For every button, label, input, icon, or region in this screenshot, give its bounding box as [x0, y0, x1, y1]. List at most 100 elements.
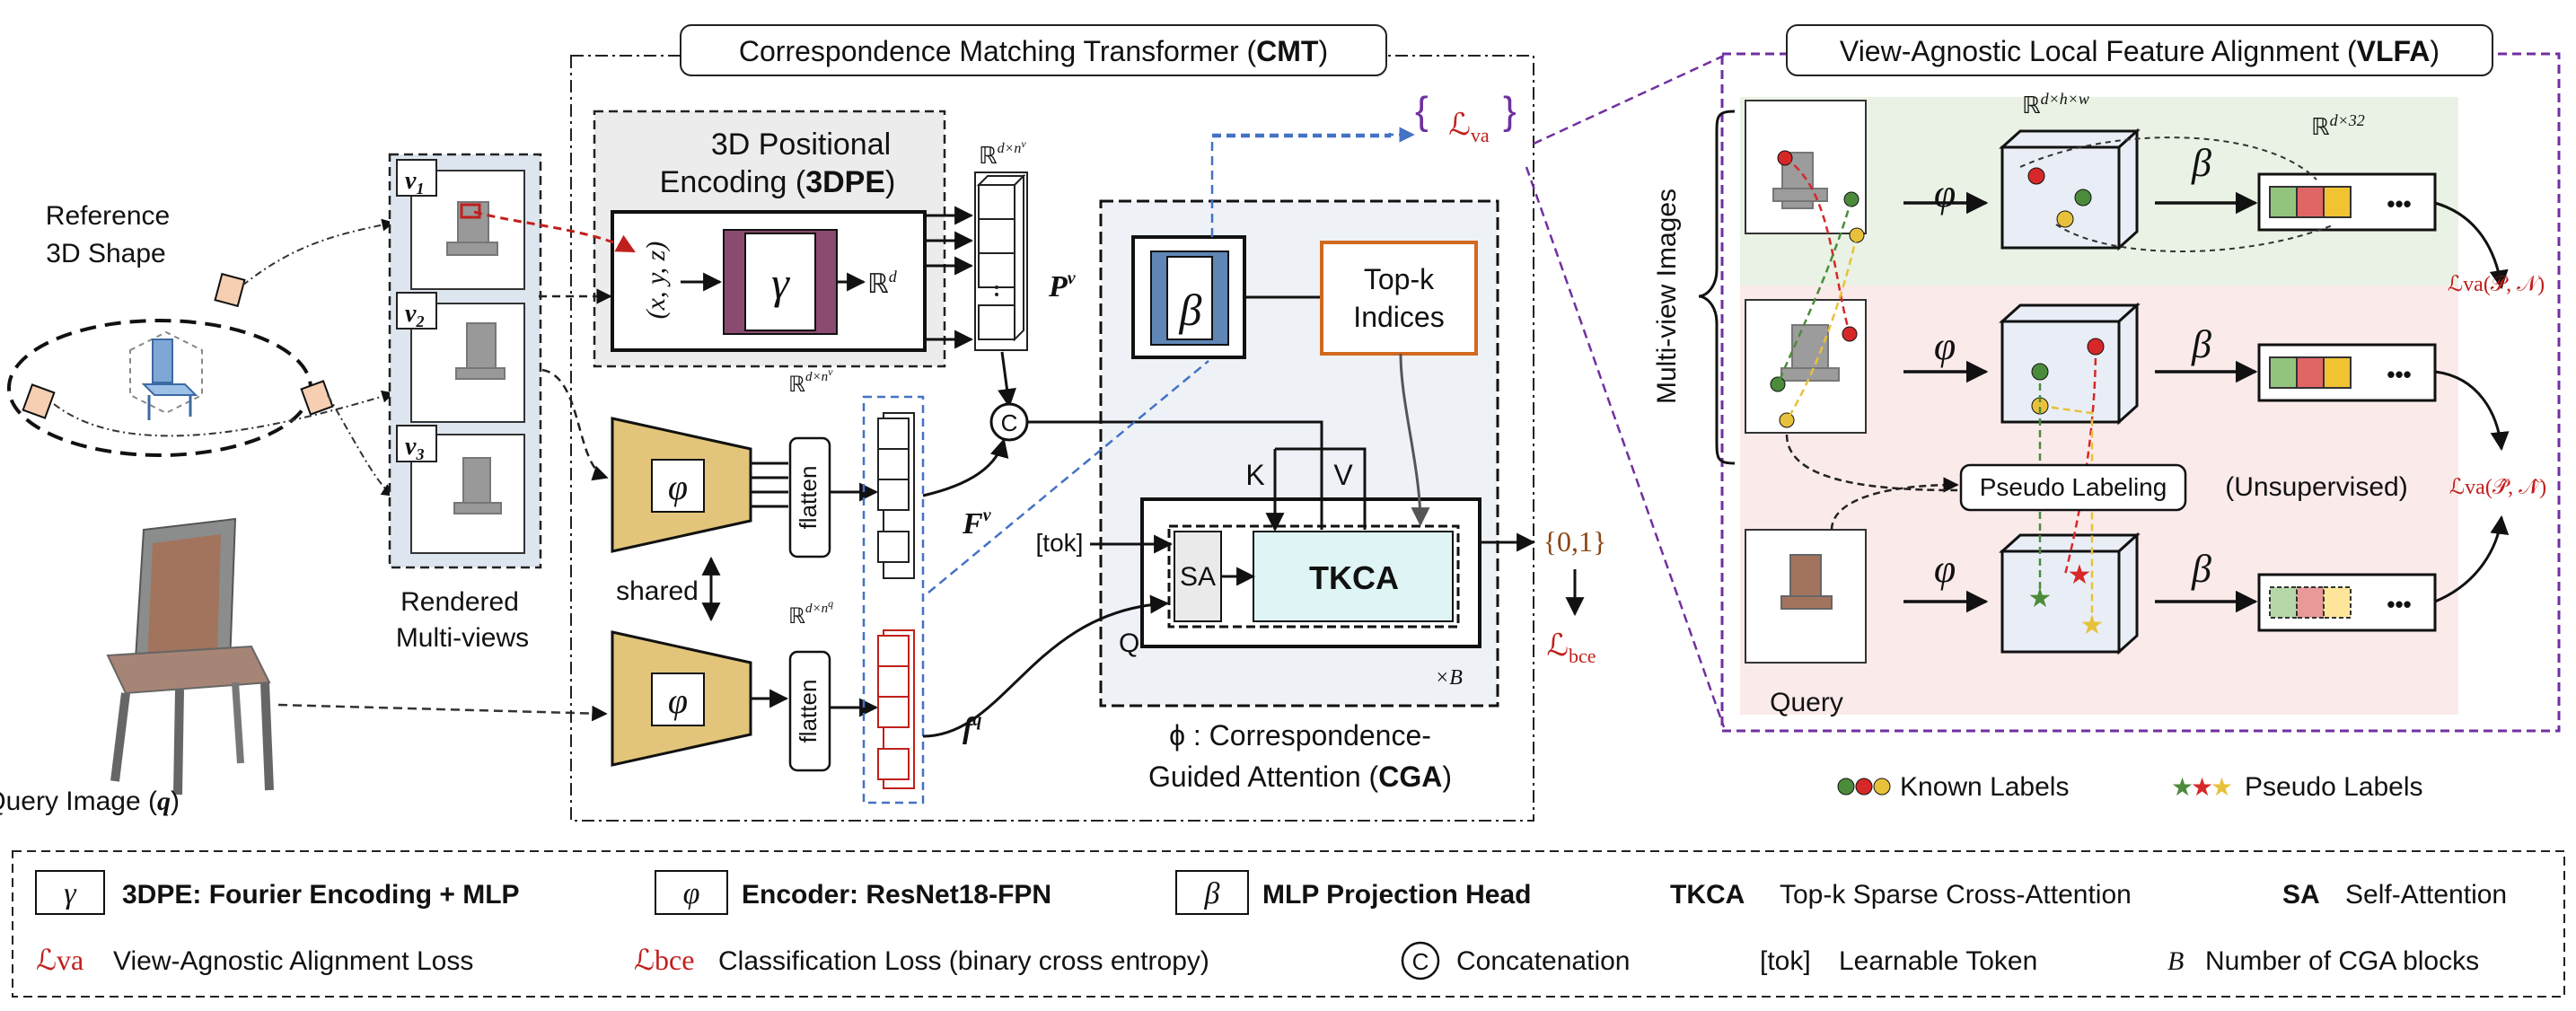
query-label: Query Image (q) [0, 787, 180, 816]
phi-symbol-view: φ [668, 467, 688, 507]
v2-label: v2 [405, 300, 424, 330]
shared-label: shared [616, 576, 699, 606]
svg-text:B: B [2167, 946, 2184, 976]
xyz-label: (x, y, z) [641, 242, 671, 320]
svg-text:3DPE: Fourier Encoding + MLP: 3DPE: Fourier Encoding + MLP [122, 880, 520, 910]
svg-text:MLP Projection Head: MLP Projection Head [1262, 880, 1532, 910]
svg-text:★: ★ [2171, 773, 2194, 801]
vlfa-link-top [1533, 54, 1725, 145]
vlfa-title-box [1786, 24, 2493, 76]
pv-label: Pv [1048, 268, 1077, 303]
flatten-box-view [788, 436, 831, 558]
svg-text:★: ★ [2191, 773, 2213, 801]
svg-text:Top-k Sparse Cross-Attention: Top-k Sparse Cross-Attention [1780, 880, 2132, 910]
lva-brace-left: { [1415, 89, 1429, 133]
sa-label: SA [1180, 562, 1216, 592]
feature-dashed-frame [862, 395, 925, 804]
camera-icon-1 [214, 272, 246, 308]
vlfa-link-bottom [1525, 166, 1726, 728]
flatten-label-view: flatten [795, 466, 822, 530]
legend-frame [12, 850, 2565, 998]
lva-loss-label: ℒva [1448, 109, 1490, 146]
camera-icon-3 [300, 380, 334, 416]
reference-label-2: 3D Shape [46, 239, 165, 268]
3dpe-block [593, 110, 946, 368]
svg-text:★: ★ [2080, 611, 2105, 640]
kv-split-line [1275, 447, 1367, 530]
bce-loss-label: ℒbce [1546, 629, 1596, 667]
vlfa-query-label: Query [1770, 688, 1843, 717]
vlfa-title: View-Agnostic Local Feature Alignment (V… [1840, 35, 2440, 67]
svg-text:φ: φ [683, 877, 700, 910]
svg-text:★: ★ [2068, 560, 2092, 590]
vlfa-dim-hw: ℝd×h×w [2022, 90, 2089, 119]
svg-text:Self-Attention: Self-Attention [2345, 880, 2507, 910]
topk-label-1: Top-k [1364, 263, 1435, 295]
fv-dim-label: ℝd×nv [788, 365, 833, 397]
point-to-3dpe-arrow [473, 210, 636, 253]
v-label: V [1333, 459, 1353, 491]
vlfa-beta-2: β [2191, 322, 2211, 366]
cmt-title-box [680, 24, 1387, 76]
pv-to-concat-arrow [998, 351, 1016, 409]
pseudo-labels-label: Pseudo Labels [2245, 772, 2423, 802]
flatten-label-query: flatten [795, 680, 822, 743]
binary-output: {0,1} [1543, 525, 1607, 558]
svg-text:Concatenation: Concatenation [1456, 946, 1630, 976]
svg-text:ℒbce: ℒbce [634, 944, 694, 976]
reference-shape-panel: Reference 3D Shape [7, 201, 395, 497]
xb-label: ×B [1435, 666, 1463, 690]
view3-arrow [327, 394, 395, 497]
svg-text:Classification Loss (binary cr: Classification Loss (binary cross entrop… [718, 946, 1209, 976]
multiview-images-label: Multi-view Images [1652, 189, 1682, 404]
lva-pn-hat-label: ℒva(𝒫̂, 𝒩̂) [2449, 476, 2546, 499]
svg-text:C: C [1412, 948, 1429, 975]
encoder-to-flatten-arrows [751, 462, 789, 708]
encoder-query[interactable] [611, 630, 752, 767]
pseudo-labeling-label: Pseudo Labeling [1980, 473, 2167, 501]
svg-text:β: β [1204, 877, 1220, 910]
svg-text:SA: SA [2282, 880, 2320, 910]
vlfa-view-images [1745, 100, 1867, 664]
vlfa-dots-3: ••• [2387, 591, 2411, 618]
svg-text:Encoder: ResNet18-FPN: Encoder: ResNet18-FPN [742, 880, 1051, 910]
rendered-label-1: Rendered [400, 587, 519, 617]
cga-caption-1: ϕ : Correspondence- [1169, 719, 1431, 752]
svg-text:★: ★ [2211, 773, 2233, 801]
cmt-title: Correspondence Matching Transformer (CMT… [739, 35, 1328, 67]
view2-arrow [53, 390, 395, 437]
svg-text:[tok]: [tok] [1760, 946, 1811, 976]
svg-text:View-Agnostic Alignment Loss: View-Agnostic Alignment Loss [113, 946, 473, 976]
fq-to-cga-arrow [922, 594, 1170, 738]
camera-icon-2 [22, 383, 56, 419]
q-label: Q [1119, 629, 1139, 658]
legend-row-1: γ 3DPE: Fourier Encoding + MLP φ Encoder… [35, 870, 2507, 915]
vlfa-phi-1: φ [1934, 171, 1956, 215]
fq-to-beta-line [928, 360, 1209, 593]
fv-feature-stack [877, 412, 915, 579]
3dpe-title-1: 3D Positional [711, 127, 891, 162]
fv-label: Fv [962, 506, 992, 541]
query-point-box [460, 203, 481, 219]
vlfa-flow: ★ ★ ★ [1785, 127, 2510, 655]
svg-text:ℒva: ℒva [36, 944, 84, 976]
multiview-brace [1698, 110, 1736, 465]
reference-chair-icon [141, 338, 198, 420]
query-image [106, 517, 274, 796]
tkca-label: TKCA [1309, 559, 1399, 596]
rendered-views-panel [388, 153, 542, 569]
svg-text:TKCA: TKCA [1670, 880, 1745, 910]
cmt-frame [570, 55, 1534, 822]
topk-label-2: Indices [1353, 301, 1444, 333]
query-to-encoder-arrow [277, 703, 608, 722]
phi-symbol-query: φ [668, 681, 688, 721]
v1-label: v1 [405, 167, 424, 198]
beta-symbol-cga: β [1179, 285, 1202, 335]
svg-text:γ: γ [64, 877, 77, 910]
encoder-view[interactable] [611, 417, 752, 553]
vlfa-dots-2: ••• [2387, 361, 2411, 388]
rendered-label-2: Multi-views [396, 623, 529, 653]
gamma-symbol: γ [771, 258, 790, 308]
view1-arrow [242, 218, 395, 286]
